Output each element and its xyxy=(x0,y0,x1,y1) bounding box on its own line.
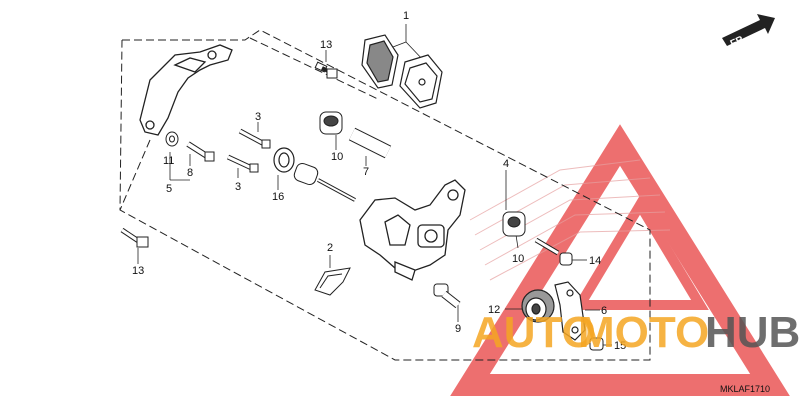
callout-8: 8 xyxy=(187,167,193,179)
caliper-pins xyxy=(226,128,271,173)
flange-bolt-top xyxy=(314,61,338,79)
pad-spring xyxy=(314,267,351,296)
retainer-plate xyxy=(554,281,586,341)
callout-16: 16 xyxy=(272,191,284,203)
callout-13-upper: 13 xyxy=(320,39,332,51)
piston-cap xyxy=(521,289,555,323)
caliper-body xyxy=(359,179,466,281)
slide-pin xyxy=(348,127,392,159)
cap-nut xyxy=(589,337,604,351)
watermark-text: AUTO MOTO HUB xyxy=(472,308,800,357)
watermark-hub: HUB xyxy=(705,308,800,357)
callout-3-upper: 3 xyxy=(255,111,261,123)
callout-1: 1 xyxy=(403,10,409,22)
watermark-moto: MOTO xyxy=(578,308,709,357)
watermark-auto: AUTO xyxy=(472,308,596,357)
front-direction-arrow: FR. xyxy=(722,14,775,50)
caliper-piston xyxy=(293,162,356,202)
sleeve-and-washer xyxy=(165,131,215,162)
callout-2: 2 xyxy=(327,242,333,254)
brake-pad-set xyxy=(361,34,443,109)
callout-14: 14 xyxy=(589,255,601,267)
callout-10-upper: 10 xyxy=(331,151,343,163)
callout-15: 15 xyxy=(614,340,626,352)
callout-11: 11 xyxy=(163,155,174,167)
bleed-screw xyxy=(534,237,573,266)
caliper-bracket xyxy=(139,44,233,136)
callout-4: 4 xyxy=(503,158,509,170)
callout-12: 12 xyxy=(488,304,500,316)
assembly-outline xyxy=(119,29,651,361)
callout-9: 9 xyxy=(455,323,461,335)
callout-5: 5 xyxy=(166,183,172,195)
callout-10-lower: 10 xyxy=(512,253,524,265)
pin-bolt xyxy=(433,283,461,309)
callout-numbers: 1 2 3 3 4 5 6 7 8 9 10 10 11 12 13 13 14… xyxy=(132,10,626,352)
dust-boot-lower xyxy=(502,211,526,237)
callout-6: 6 xyxy=(601,305,607,317)
flange-bolt-bottom xyxy=(120,227,149,248)
watermark-logo xyxy=(450,124,790,396)
callout-13-lower: 13 xyxy=(132,265,144,277)
diagram-code: MKLAF1710 xyxy=(720,384,770,394)
dust-boot-upper xyxy=(319,111,343,135)
piston-seal xyxy=(273,147,295,173)
callout-7: 7 xyxy=(363,166,369,178)
callout-3-lower: 3 xyxy=(235,181,241,193)
